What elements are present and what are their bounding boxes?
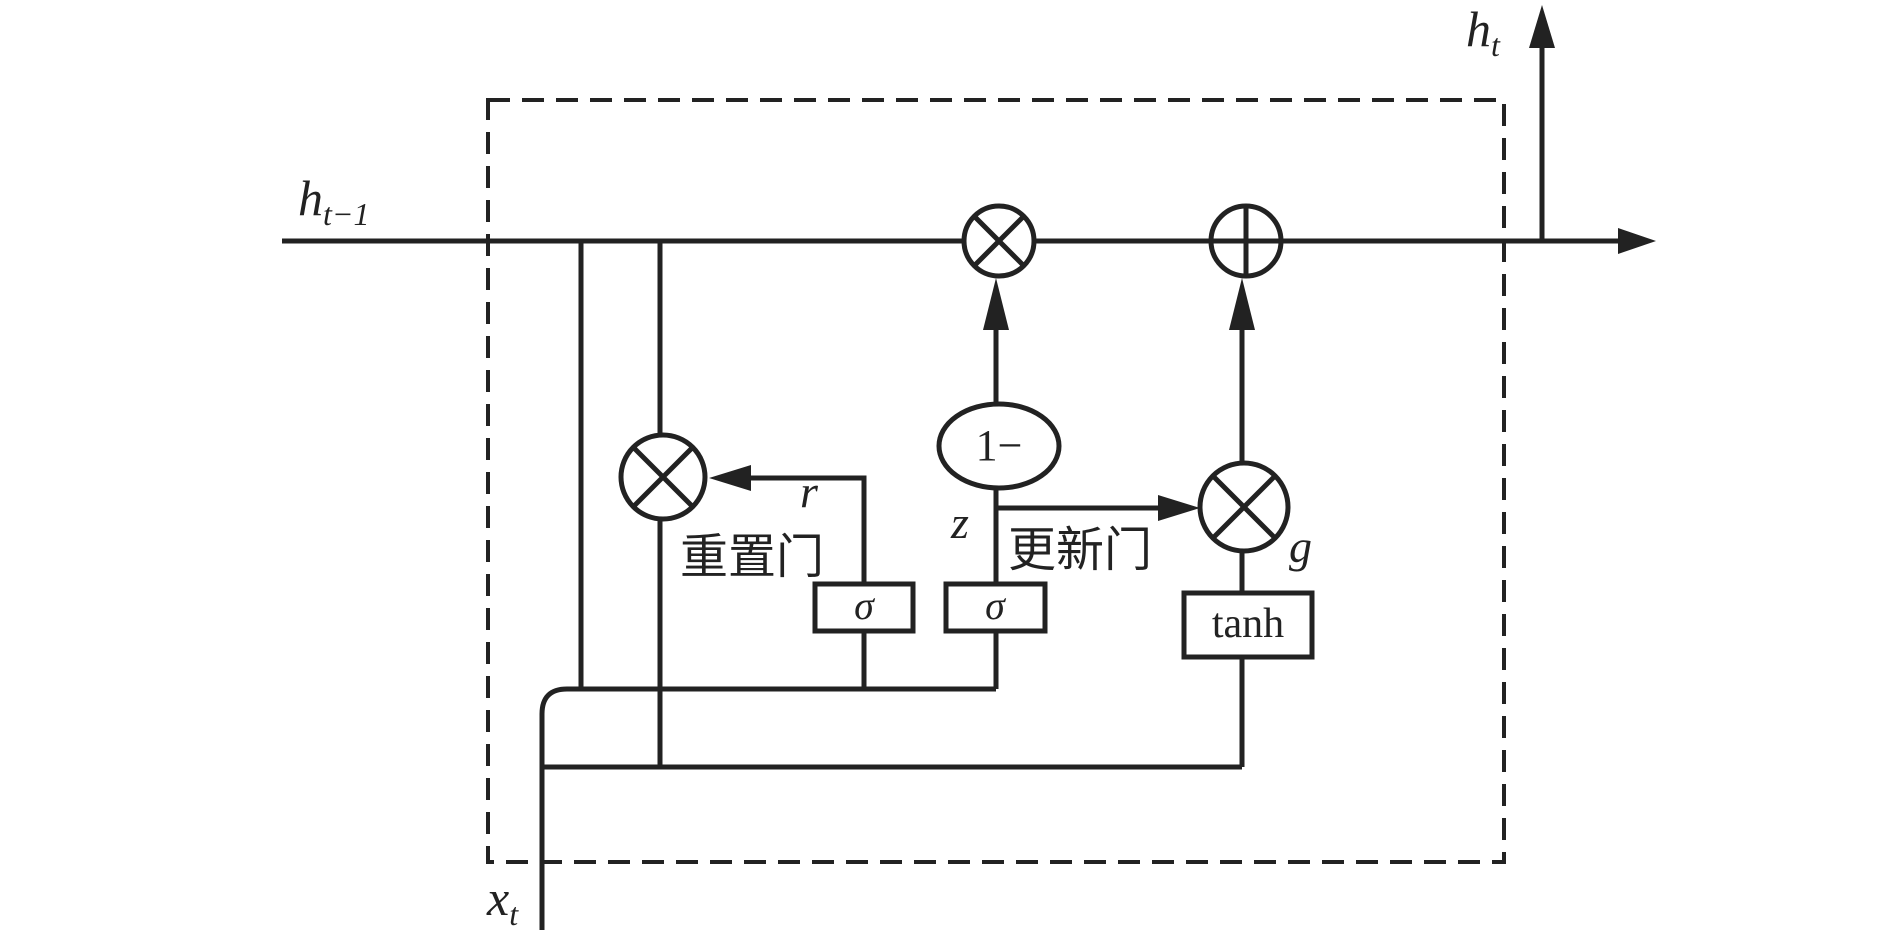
update-sigma-box: σ xyxy=(943,581,1048,634)
reset-multiply-node xyxy=(618,432,708,522)
output-ht-arrow-head xyxy=(1529,5,1555,48)
g-label: g xyxy=(1289,521,1312,572)
candidate-arrow-head xyxy=(1229,278,1255,330)
reset-sigma-box: σ xyxy=(812,581,916,634)
reset-gate-label: 重置门 xyxy=(680,531,824,584)
z-label: z xyxy=(950,497,969,548)
candidate-multiply-node xyxy=(1197,460,1291,554)
reset-signal-line xyxy=(751,475,867,584)
cell-boundary xyxy=(486,98,1506,864)
multiply-node-main xyxy=(961,203,1037,279)
reset-arrow-head xyxy=(709,465,751,491)
r-label: r xyxy=(800,466,819,517)
one-minus-node: 1− xyxy=(936,401,1062,491)
update-gate-label: 更新门 xyxy=(1008,524,1152,577)
tanh-label: tanh xyxy=(1212,601,1284,647)
one-minus-arrow-head xyxy=(983,278,1009,330)
tanh-box: tanh xyxy=(1181,590,1315,660)
x-in-label: xt xyxy=(486,870,519,932)
add-node-main xyxy=(1208,203,1284,279)
update-to-candidate-arrow-head xyxy=(1158,495,1200,521)
reset-sigma-label: σ xyxy=(854,583,875,628)
hidden-state-arrow-head xyxy=(1618,228,1656,254)
h-out-label: ht xyxy=(1466,1,1501,63)
one-minus-label: 1− xyxy=(976,421,1023,470)
h-prev-label: ht−1 xyxy=(298,170,369,232)
update-sigma-label: σ xyxy=(985,583,1006,628)
xt-input-line xyxy=(539,686,996,930)
